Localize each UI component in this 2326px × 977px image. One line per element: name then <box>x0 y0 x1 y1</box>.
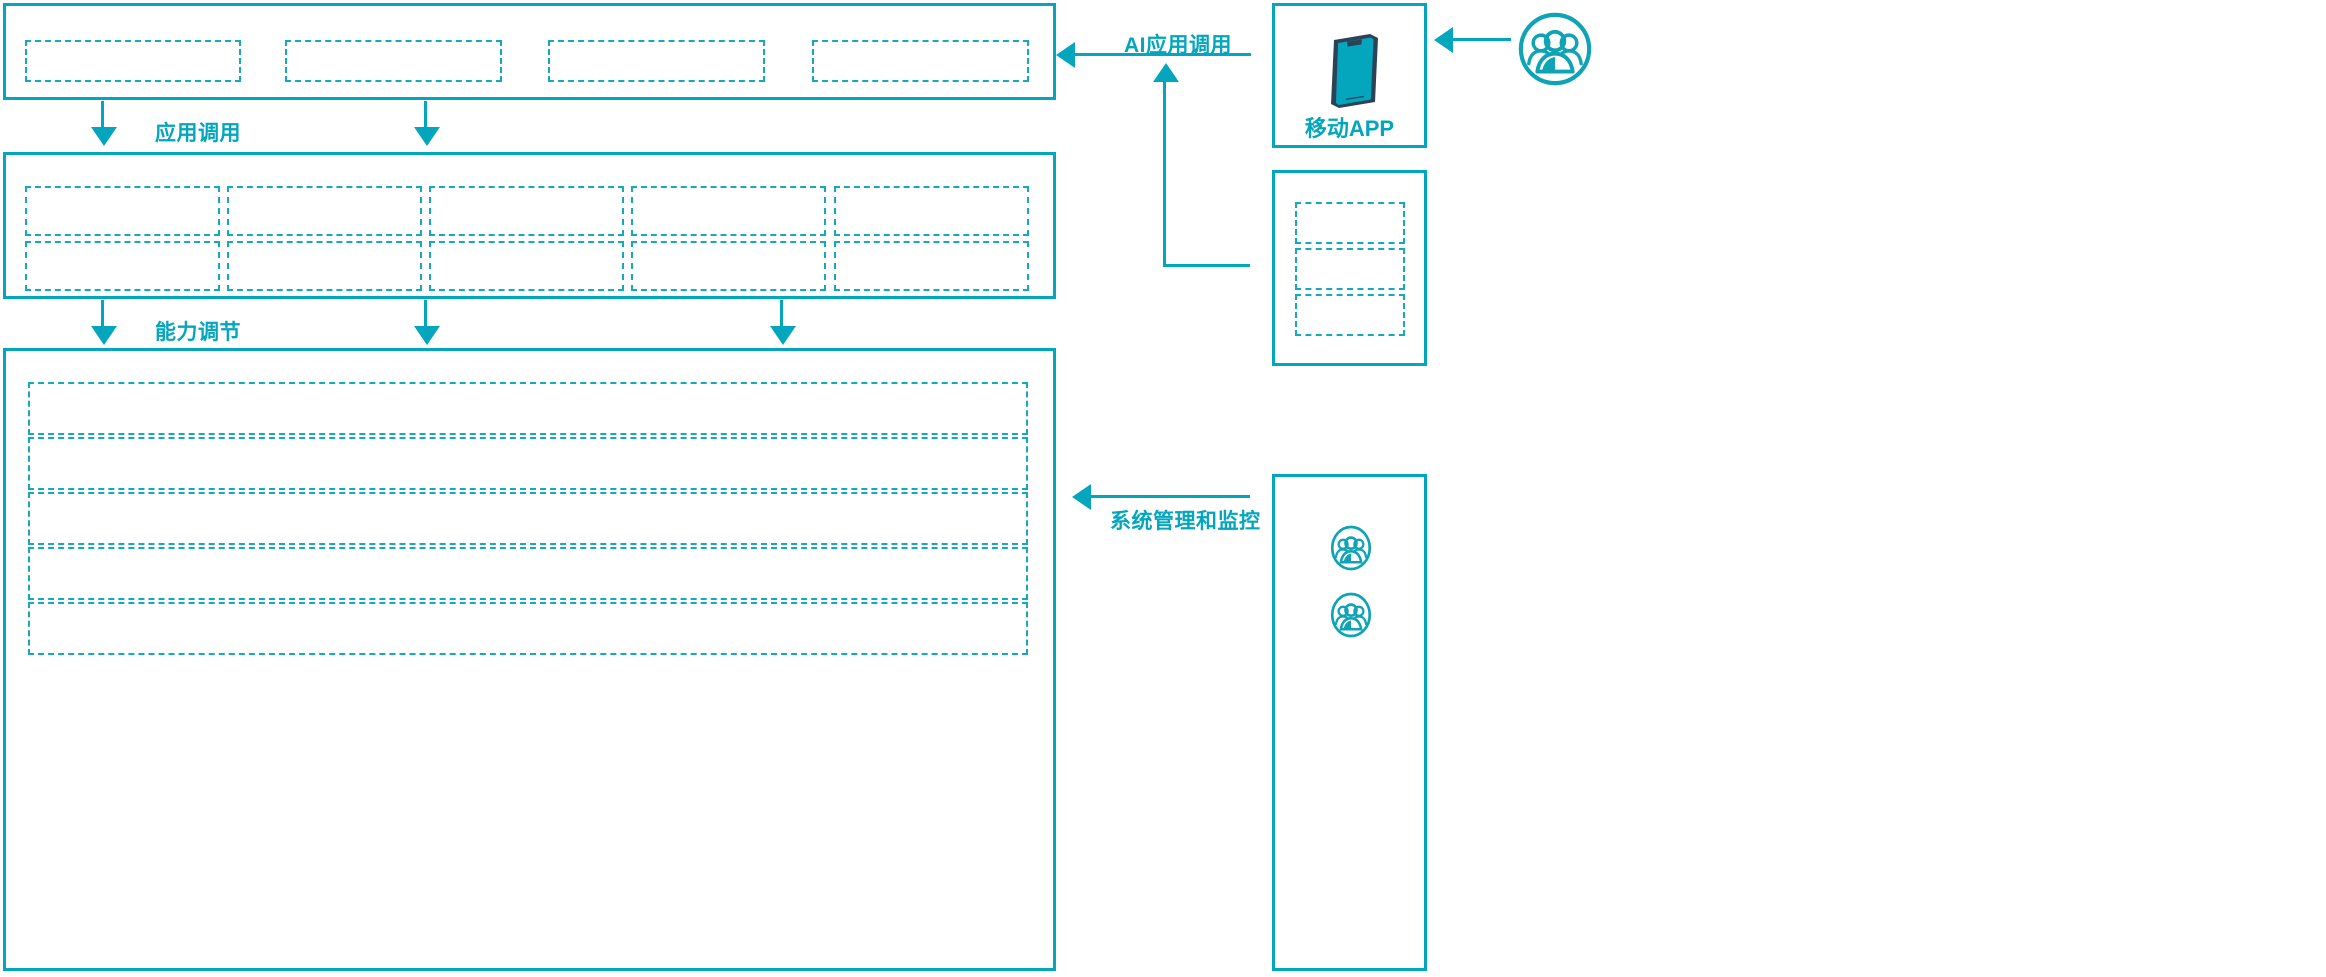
external-users-group-users-icon[interactable] <box>1516 10 1594 88</box>
mobile-app-caption: 移动APP <box>1304 116 1395 141</box>
application-layer-container <box>3 3 1056 100</box>
operations-group-users-icon-2[interactable] <box>1327 591 1375 639</box>
platform-slot-4[interactable] <box>28 547 1028 600</box>
capability-slot-r1c4[interactable] <box>631 186 826 236</box>
capability-slot-r1c1[interactable] <box>25 186 220 236</box>
channel-uplink-head <box>1153 63 1179 82</box>
external-users-arrow-head <box>1434 27 1453 53</box>
capability-tune-label: 能力调节 <box>155 321 241 344</box>
capability-slot-r2c2[interactable] <box>227 241 422 291</box>
ai-app-invoke-label: AI应用调用 <box>1124 34 1232 57</box>
channel-slot-2[interactable] <box>1295 248 1405 290</box>
sys-admin-monitor-shaft <box>1090 495 1250 498</box>
capability-tune-arrow-3-shaft <box>780 300 783 338</box>
app-invoke-arrow-right-shaft <box>424 101 427 139</box>
capability-slot-r2c3[interactable] <box>429 241 624 291</box>
capability-layer-container <box>3 152 1056 299</box>
application-slot-2[interactable] <box>285 40 502 82</box>
channel-uplink-shaft <box>1163 80 1166 267</box>
channel-slot-3[interactable] <box>1295 294 1405 336</box>
capability-slot-r2c5[interactable] <box>834 241 1029 291</box>
capability-tune-arrow-2-shaft <box>424 300 427 338</box>
channel-uplink-elbow <box>1163 264 1250 267</box>
sys-admin-monitor-head <box>1072 484 1091 510</box>
smartphone-icon <box>1312 28 1392 110</box>
operations-group-users-icon-1[interactable] <box>1327 524 1375 572</box>
application-slot-1[interactable] <box>25 40 241 82</box>
app-invoke-arrow-right-head <box>414 127 440 146</box>
platform-slot-3[interactable] <box>28 492 1028 545</box>
capability-slot-r1c2[interactable] <box>227 186 422 236</box>
platform-slot-2[interactable] <box>28 437 1028 490</box>
capability-slot-r2c4[interactable] <box>631 241 826 291</box>
app-invoke-arrow-left-head <box>91 127 117 146</box>
channel-slot-1[interactable] <box>1295 202 1405 244</box>
capability-tune-arrow-2-head <box>414 326 440 345</box>
application-slot-4[interactable] <box>812 40 1029 82</box>
platform-layer-container <box>3 348 1056 971</box>
ai-app-invoke-head <box>1056 42 1075 68</box>
application-slot-3[interactable] <box>548 40 765 82</box>
app-invoke-arrow-left-shaft <box>101 101 104 139</box>
external-users-arrow-shaft <box>1451 38 1511 41</box>
capability-slot-r1c5[interactable] <box>834 186 1029 236</box>
mobile-app-panel[interactable]: 移动APP <box>1272 3 1427 148</box>
app-invoke-label: 应用调用 <box>155 122 241 145</box>
platform-slot-5[interactable] <box>28 602 1028 655</box>
ai-app-invoke-shaft <box>1073 53 1251 56</box>
capability-slot-r1c3[interactable] <box>429 186 624 236</box>
platform-slot-1[interactable] <box>28 382 1028 435</box>
capability-tune-arrow-3-head <box>770 326 796 345</box>
operations-panel <box>1272 474 1427 971</box>
capability-tune-arrow-1-head <box>91 326 117 345</box>
sys-admin-monitor-label: 系统管理和监控 <box>1110 510 1261 533</box>
capability-slot-r2c1[interactable] <box>25 241 220 291</box>
capability-tune-arrow-1-shaft <box>101 300 104 338</box>
